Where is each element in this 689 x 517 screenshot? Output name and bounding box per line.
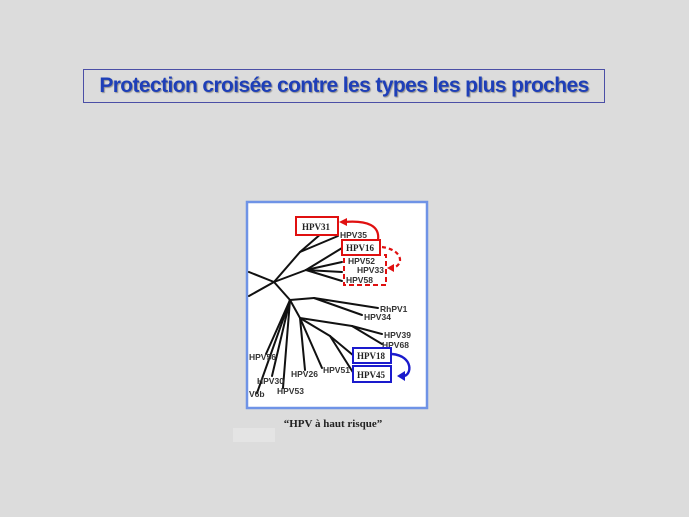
box-hpv18 bbox=[352, 347, 392, 364]
label-hpv26: HPV26 bbox=[291, 369, 318, 379]
caption-shade bbox=[233, 428, 275, 442]
box-hpv31 bbox=[295, 216, 339, 236]
label-hpv35: HPV35 bbox=[340, 230, 367, 240]
title-box: Protection croisée contre les types les … bbox=[83, 69, 605, 103]
label-hpv52: HPV52 bbox=[348, 256, 375, 266]
arrowhead-red-solid bbox=[339, 218, 347, 226]
label-hpv68: HPV68 bbox=[382, 340, 409, 350]
label-v6b: V6b bbox=[249, 389, 265, 399]
label-hpv30: HPV30 bbox=[257, 376, 284, 386]
slide-title: Protection croisée contre les types les … bbox=[99, 74, 589, 97]
label-hpv45: HPV45 bbox=[357, 370, 385, 380]
label-hpv33: HPV33 bbox=[357, 265, 384, 275]
arrowhead-blue bbox=[397, 371, 405, 381]
arrow-hpv16-to-hpv31 bbox=[343, 220, 380, 241]
arrow-hpv16-to-hpv52 bbox=[381, 245, 402, 270]
label-hpv56: HPV56 bbox=[249, 352, 276, 362]
label-hpv58: HPV58 bbox=[346, 275, 373, 285]
figure-frame bbox=[245, 200, 429, 410]
label-hpv53: HPV53 bbox=[277, 386, 304, 396]
figure-caption: “HPV à haut risque” bbox=[283, 418, 383, 430]
box-dashed-hpv52-58 bbox=[343, 254, 387, 286]
label-hpv51: HPV51 bbox=[323, 365, 350, 375]
arrowhead-red-dashed bbox=[387, 264, 394, 272]
arrow-hpv18-to-hpv45 bbox=[391, 352, 411, 378]
label-hpv18: HPV18 bbox=[357, 351, 385, 361]
label-hpv39: HPV39 bbox=[384, 330, 411, 340]
label-hpv34: HPV34 bbox=[364, 312, 391, 322]
label-hpv31: HPV31 bbox=[302, 222, 330, 232]
box-hpv45 bbox=[352, 365, 392, 383]
label-rhpv1: RhPV1 bbox=[380, 304, 408, 314]
label-hpv16: HPV16 bbox=[346, 243, 374, 253]
